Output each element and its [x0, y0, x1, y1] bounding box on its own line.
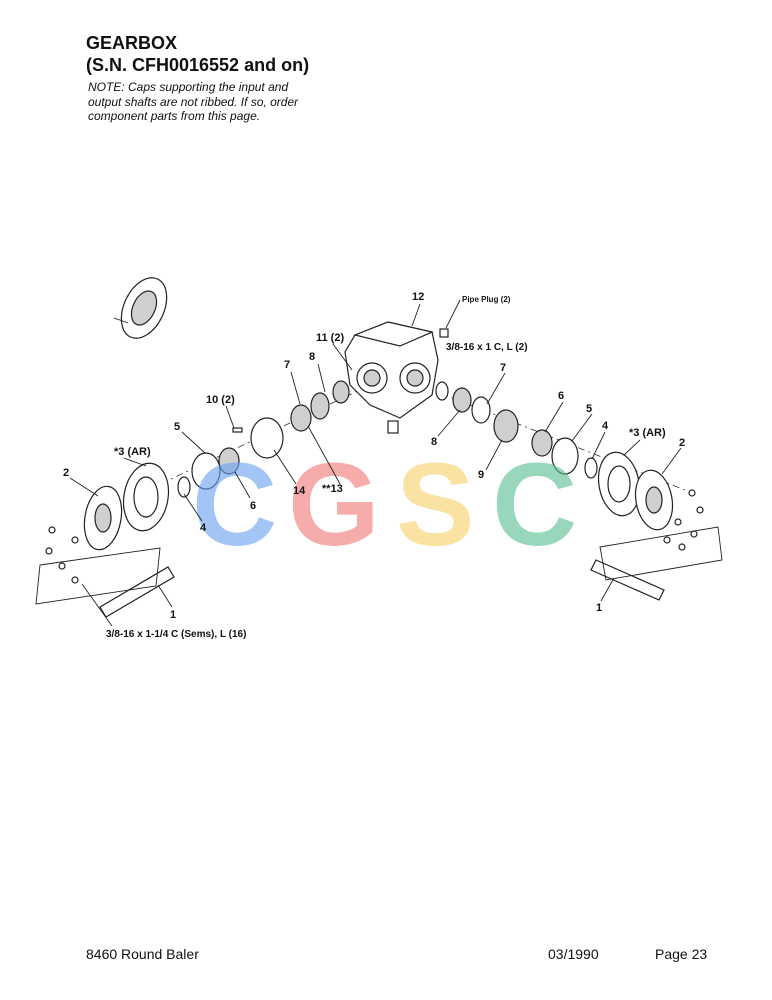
- note-block: NOTE: Caps supporting the input and outp…: [88, 80, 348, 124]
- serial-number-subtitle: (S.N. CFH0016552 and on): [86, 55, 310, 75]
- pipe-plug: [439, 328, 449, 338]
- watermark-letter: C: [192, 439, 277, 571]
- callout-bolt-top: 3/8-16 x 1 C, L (2): [446, 342, 528, 353]
- callout-bolt-bottom: 3/8-16 x 1-1/4 C (Sems), L (16): [106, 629, 246, 640]
- callout-5-right: 5: [586, 403, 592, 415]
- callout-6-right: 6: [558, 390, 564, 402]
- callout-pipe-plug: Pipe Plug (2): [462, 295, 511, 304]
- cap-detail-view: [113, 277, 168, 339]
- leader-lines: [69, 299, 682, 627]
- note-line: NOTE: Caps supporting the input and: [88, 80, 289, 94]
- callout-11: 11 (2): [316, 332, 344, 344]
- callout-1-right: 1: [596, 602, 602, 614]
- note-line: output shafts are not ribbed. If so, ord…: [88, 94, 299, 109]
- callout-3-right: *3 (AR): [629, 427, 666, 439]
- callout-7-left: 7: [284, 359, 290, 371]
- callout-8-left: 8: [309, 351, 315, 363]
- footer-model: 8460 Round Baler: [86, 946, 199, 962]
- note-line: component parts from this page.: [88, 109, 261, 123]
- footer-page-number: Page 23: [655, 946, 708, 962]
- callout-10: 10 (2): [206, 394, 235, 406]
- page-title: GEARBOX: [86, 33, 178, 53]
- watermark-letter: S: [396, 439, 475, 571]
- callout-5-left: 5: [174, 421, 180, 433]
- callout-4-left: 4: [200, 522, 207, 534]
- callout-2-right: 2: [679, 437, 685, 449]
- watermark: C G S C: [192, 439, 577, 571]
- callout-labels: 12 Pipe Plug (2) 11 (2) 3/8-16 x 1 C, L …: [63, 291, 685, 640]
- callout-2-left: 2: [63, 467, 69, 479]
- left-parts: [83, 380, 350, 618]
- gearbox-housing: [344, 321, 439, 434]
- callout-4-right: 4: [602, 420, 609, 432]
- callout-9: 9: [478, 469, 484, 481]
- callout-1-left: 1: [170, 609, 176, 621]
- callout-7-right: 7: [500, 362, 506, 374]
- watermark-letter: C: [492, 439, 577, 571]
- footer-date: 03/1990: [548, 946, 599, 962]
- callout-14: 14: [293, 485, 306, 497]
- callout-12: 12: [412, 291, 424, 303]
- watermark-letter: G: [288, 439, 380, 571]
- bolt-hardware: [35, 489, 723, 605]
- right-parts: [435, 381, 674, 601]
- callout-8-center: 8: [431, 436, 437, 448]
- callout-3-left: *3 (AR): [114, 446, 151, 458]
- callout-13: **13: [322, 483, 343, 495]
- callout-6-left: 6: [250, 500, 256, 512]
